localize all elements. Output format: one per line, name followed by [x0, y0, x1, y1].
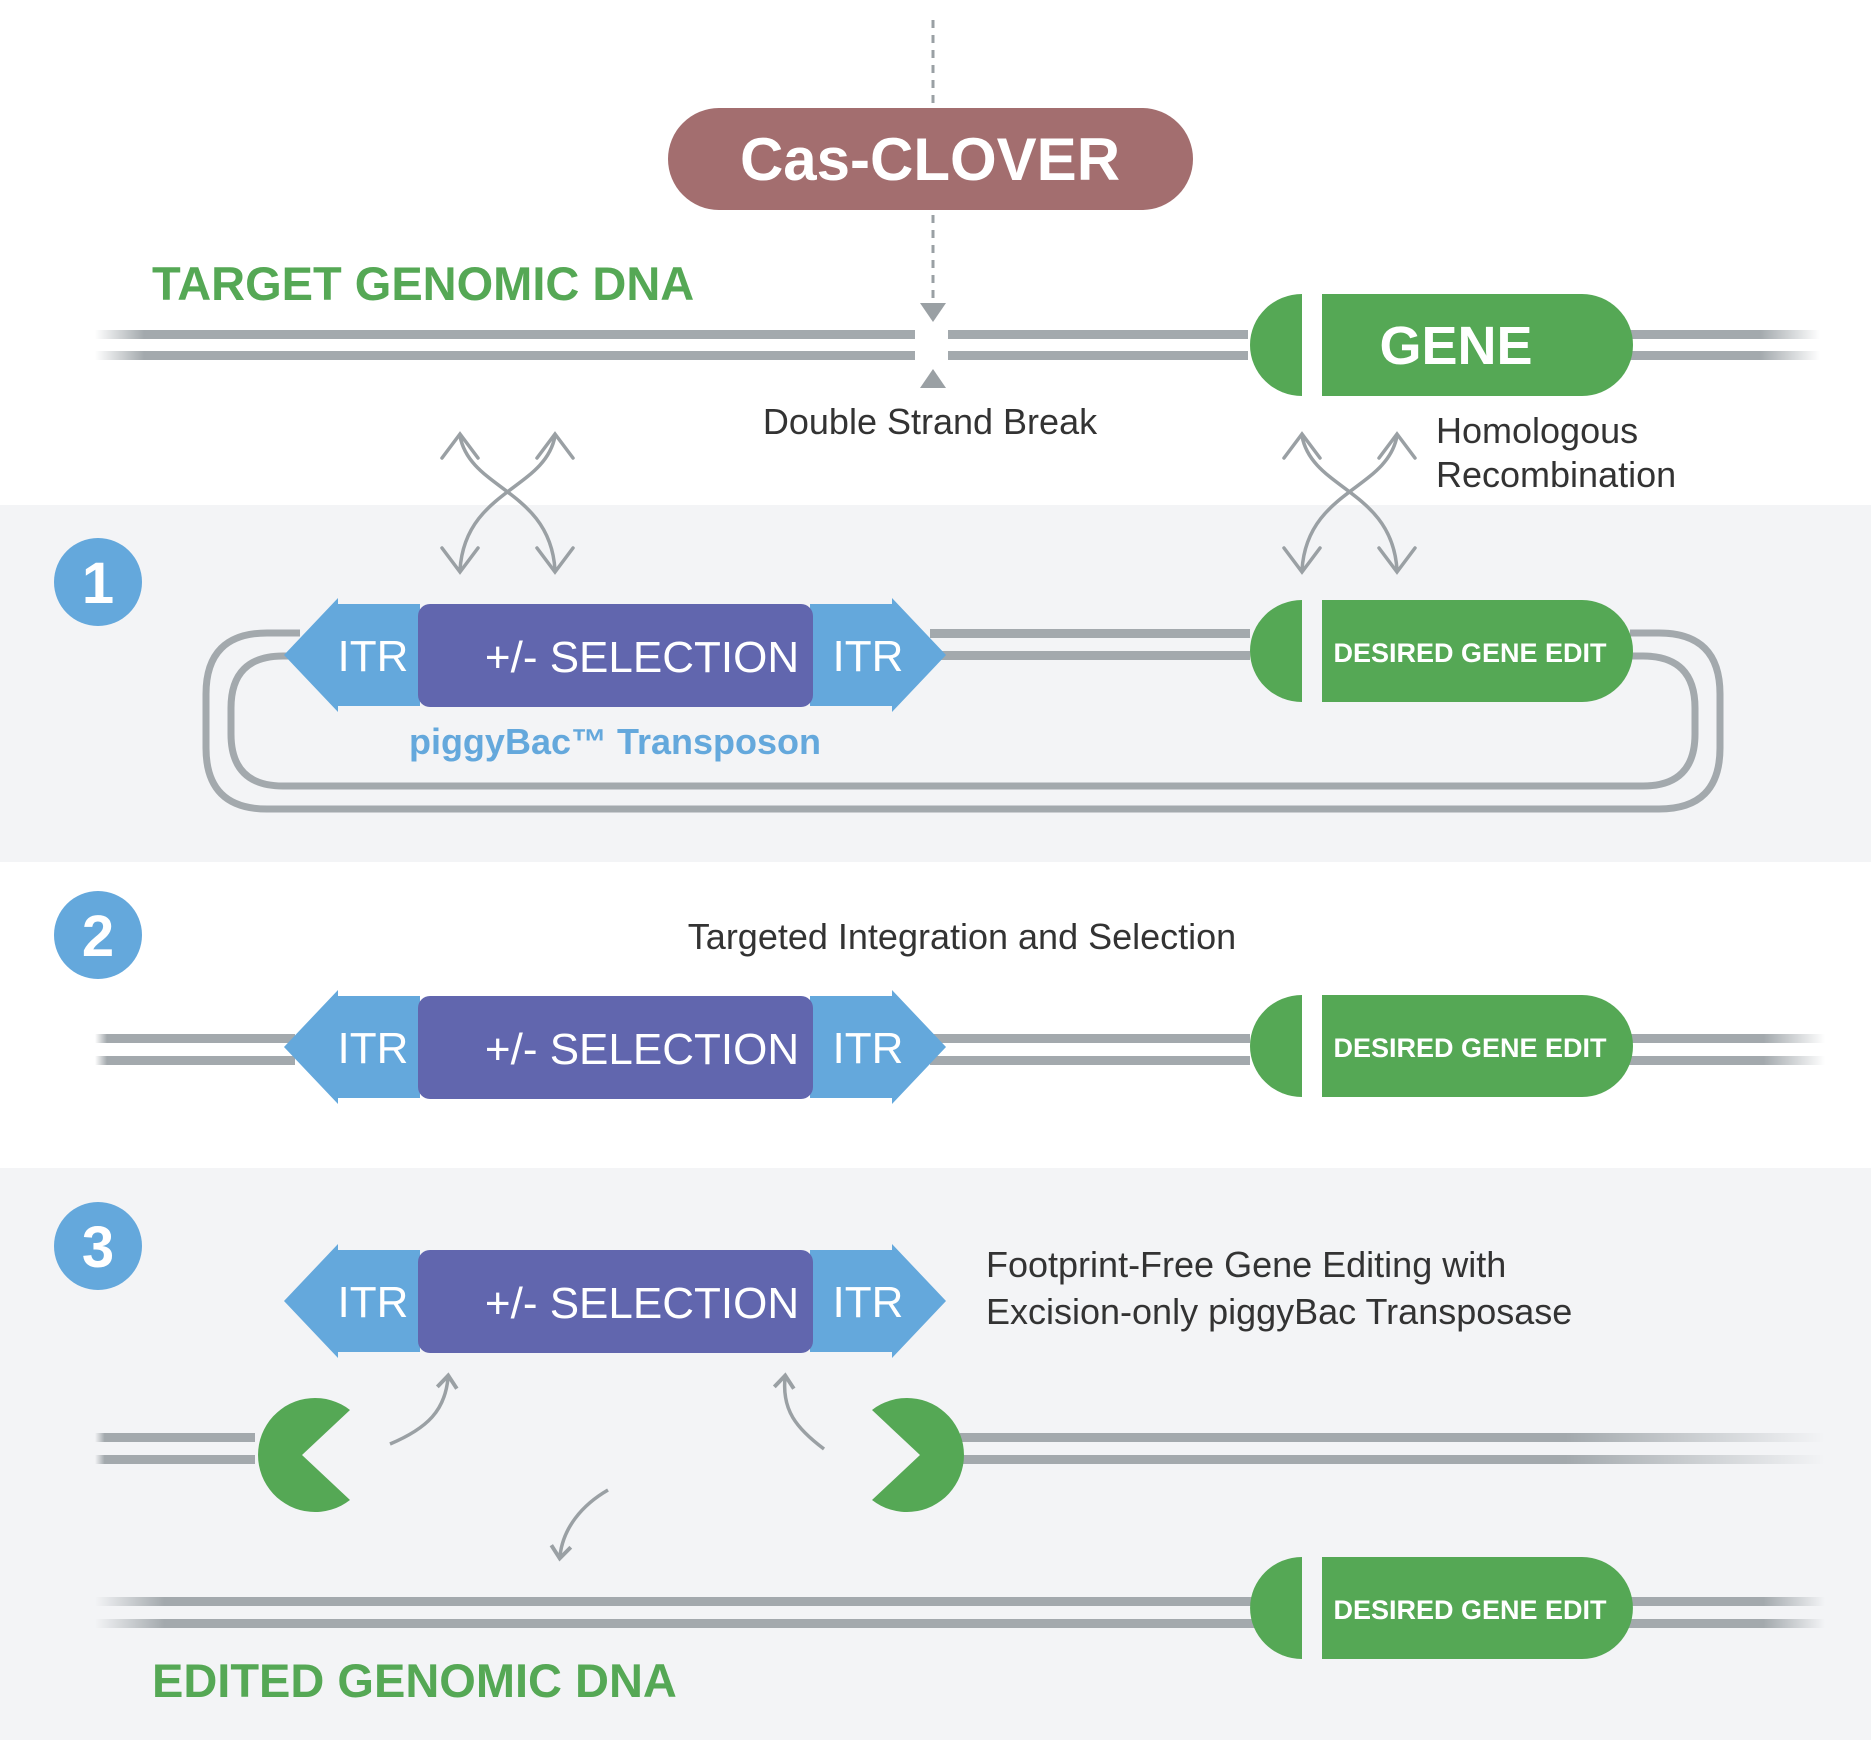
- step2-selection-box: [418, 996, 813, 1099]
- cas-clover-label: Cas-CLOVER: [740, 126, 1120, 193]
- step3-itr-right-arrow: [810, 1244, 946, 1358]
- step3-number: 3: [82, 1215, 114, 1280]
- cut-arrow-down-icon: [920, 303, 946, 322]
- step3-itr-left-arrow: [284, 1244, 420, 1358]
- step2-itr-left-label: ITR: [338, 1024, 409, 1073]
- plasmid-strands-middle: [930, 629, 1250, 660]
- step1-itr-left-label: ITR: [338, 632, 409, 681]
- crossover-arrows-left-icon: [440, 431, 575, 575]
- step2-gene-edit-left-cap: [1250, 995, 1302, 1097]
- step2-number: 2: [82, 904, 114, 969]
- step3-number-badge: [54, 1202, 142, 1290]
- gene-body: [1322, 294, 1633, 396]
- edited-genomic-dna-title: EDITED GENOMIC DNA: [152, 1654, 677, 1707]
- step3-selection-box: [418, 1250, 813, 1353]
- homologous-label-line1: Homologous: [1436, 410, 1638, 451]
- step3-gene-edit-body: [1322, 1557, 1633, 1659]
- cas-clover-pill: [668, 108, 1193, 210]
- step2-selection-label: +/- SELECTION: [485, 1025, 799, 1074]
- step2-itr-right-label: ITR: [833, 1024, 904, 1073]
- step1-number: 1: [82, 551, 114, 616]
- step3-selection-label: +/- SELECTION: [485, 1279, 799, 1328]
- step1-selection-box: [418, 604, 813, 707]
- step1-itr-right-label: ITR: [833, 632, 904, 681]
- step3-excision-strands: [95, 1433, 1825, 1464]
- gene-label: GENE: [1379, 316, 1532, 376]
- step1-gene-edit-body: [1322, 600, 1633, 702]
- step1-gene-edit-left-cap: [1250, 600, 1302, 702]
- step3-caption-line2: Excision-only piggyBac Transposase: [986, 1291, 1572, 1332]
- transposase-right-icon: [872, 1398, 964, 1512]
- step3-caption-line1: Footprint-Free Gene Editing with: [986, 1244, 1506, 1285]
- step2-gene-edit-label: DESIRED GENE EDIT: [1333, 1033, 1607, 1063]
- cut-arrow-up-icon: [920, 369, 946, 388]
- plasmid-loop: [202, 629, 1724, 813]
- excision-arrow-down-icon: [549, 1488, 609, 1562]
- step1-itr-right-arrow: [810, 598, 946, 712]
- excision-arrow-right-icon: [772, 1372, 826, 1451]
- target-genomic-dna-title: TARGET GENOMIC DNA: [152, 257, 694, 310]
- step3-itr-left-label: ITR: [338, 1278, 409, 1327]
- gene-left-cap: [1250, 294, 1302, 396]
- piggybac-transposon-label: piggyBac™ Transposon: [409, 721, 821, 762]
- step1-gene-edit-label: DESIRED GENE EDIT: [1333, 638, 1607, 668]
- step1-number-badge: [54, 538, 142, 626]
- step2-itr-right-arrow: [810, 990, 946, 1104]
- step3-itr-right-label: ITR: [833, 1278, 904, 1327]
- step2-itr-left-arrow: [284, 990, 420, 1104]
- step3-gene-edit-left-cap: [1250, 1557, 1302, 1659]
- excision-arrow-left-icon: [389, 1372, 459, 1446]
- edited-dna-strands: [95, 1597, 1825, 1628]
- target-dna-strands: [95, 330, 1820, 360]
- homologous-label-line2: Recombination: [1436, 454, 1676, 495]
- step2-dna-strands: [95, 1034, 1825, 1065]
- step2-number-badge: [54, 891, 142, 979]
- step1-itr-left-arrow: [284, 598, 420, 712]
- step2-caption: Targeted Integration and Selection: [688, 916, 1236, 957]
- step2-gene-edit-body: [1322, 995, 1633, 1097]
- double-strand-break-label: Double Strand Break: [763, 401, 1098, 442]
- crossover-arrows-right-icon: [1282, 431, 1417, 575]
- transposase-left-icon: [258, 1398, 350, 1512]
- step1-selection-label: +/- SELECTION: [485, 633, 799, 682]
- step3-gene-edit-label: DESIRED GENE EDIT: [1333, 1595, 1607, 1625]
